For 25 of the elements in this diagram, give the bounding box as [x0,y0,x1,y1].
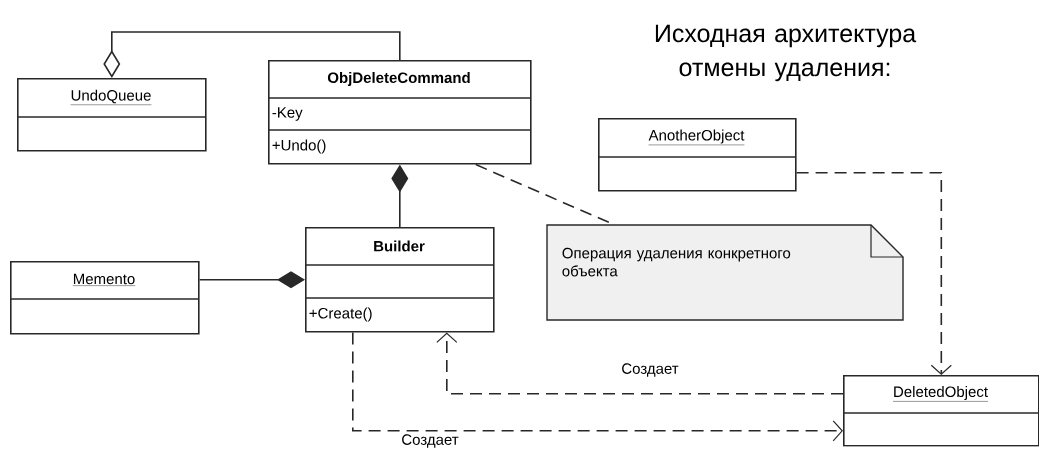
edge-label: Создает [400,433,460,449]
aggregation-line [103,31,401,78]
class-box [597,118,797,192]
dashed-arrow [795,172,952,375]
diagram-title: Исходная архитектура отмены удаления: [655,24,917,82]
class-name: AnotherObject [648,129,745,146]
method-text: +Create() [309,307,372,322]
class-name: UndoQueue [70,89,152,105]
class-box [267,60,532,165]
edge-label: Создает [620,362,680,378]
class-box [304,227,495,333]
note-box [546,224,904,321]
attribute-text: -Key [272,107,303,121]
class-name: ObjDeleteCommand [327,72,470,86]
composition-line [198,271,305,289]
class-name: Memento [72,273,136,286]
dashed-arrow [352,331,843,442]
class-name: DeletedObject [892,386,989,402]
note-text: Операция удаления конкретного объекта [562,247,791,277]
dashed-arrow [436,332,844,395]
method-text: +Undo() [272,139,326,154]
class-box [9,261,200,335]
class-box [842,375,1039,447]
class-box [16,78,207,152]
class-name: Builder [374,240,425,252]
